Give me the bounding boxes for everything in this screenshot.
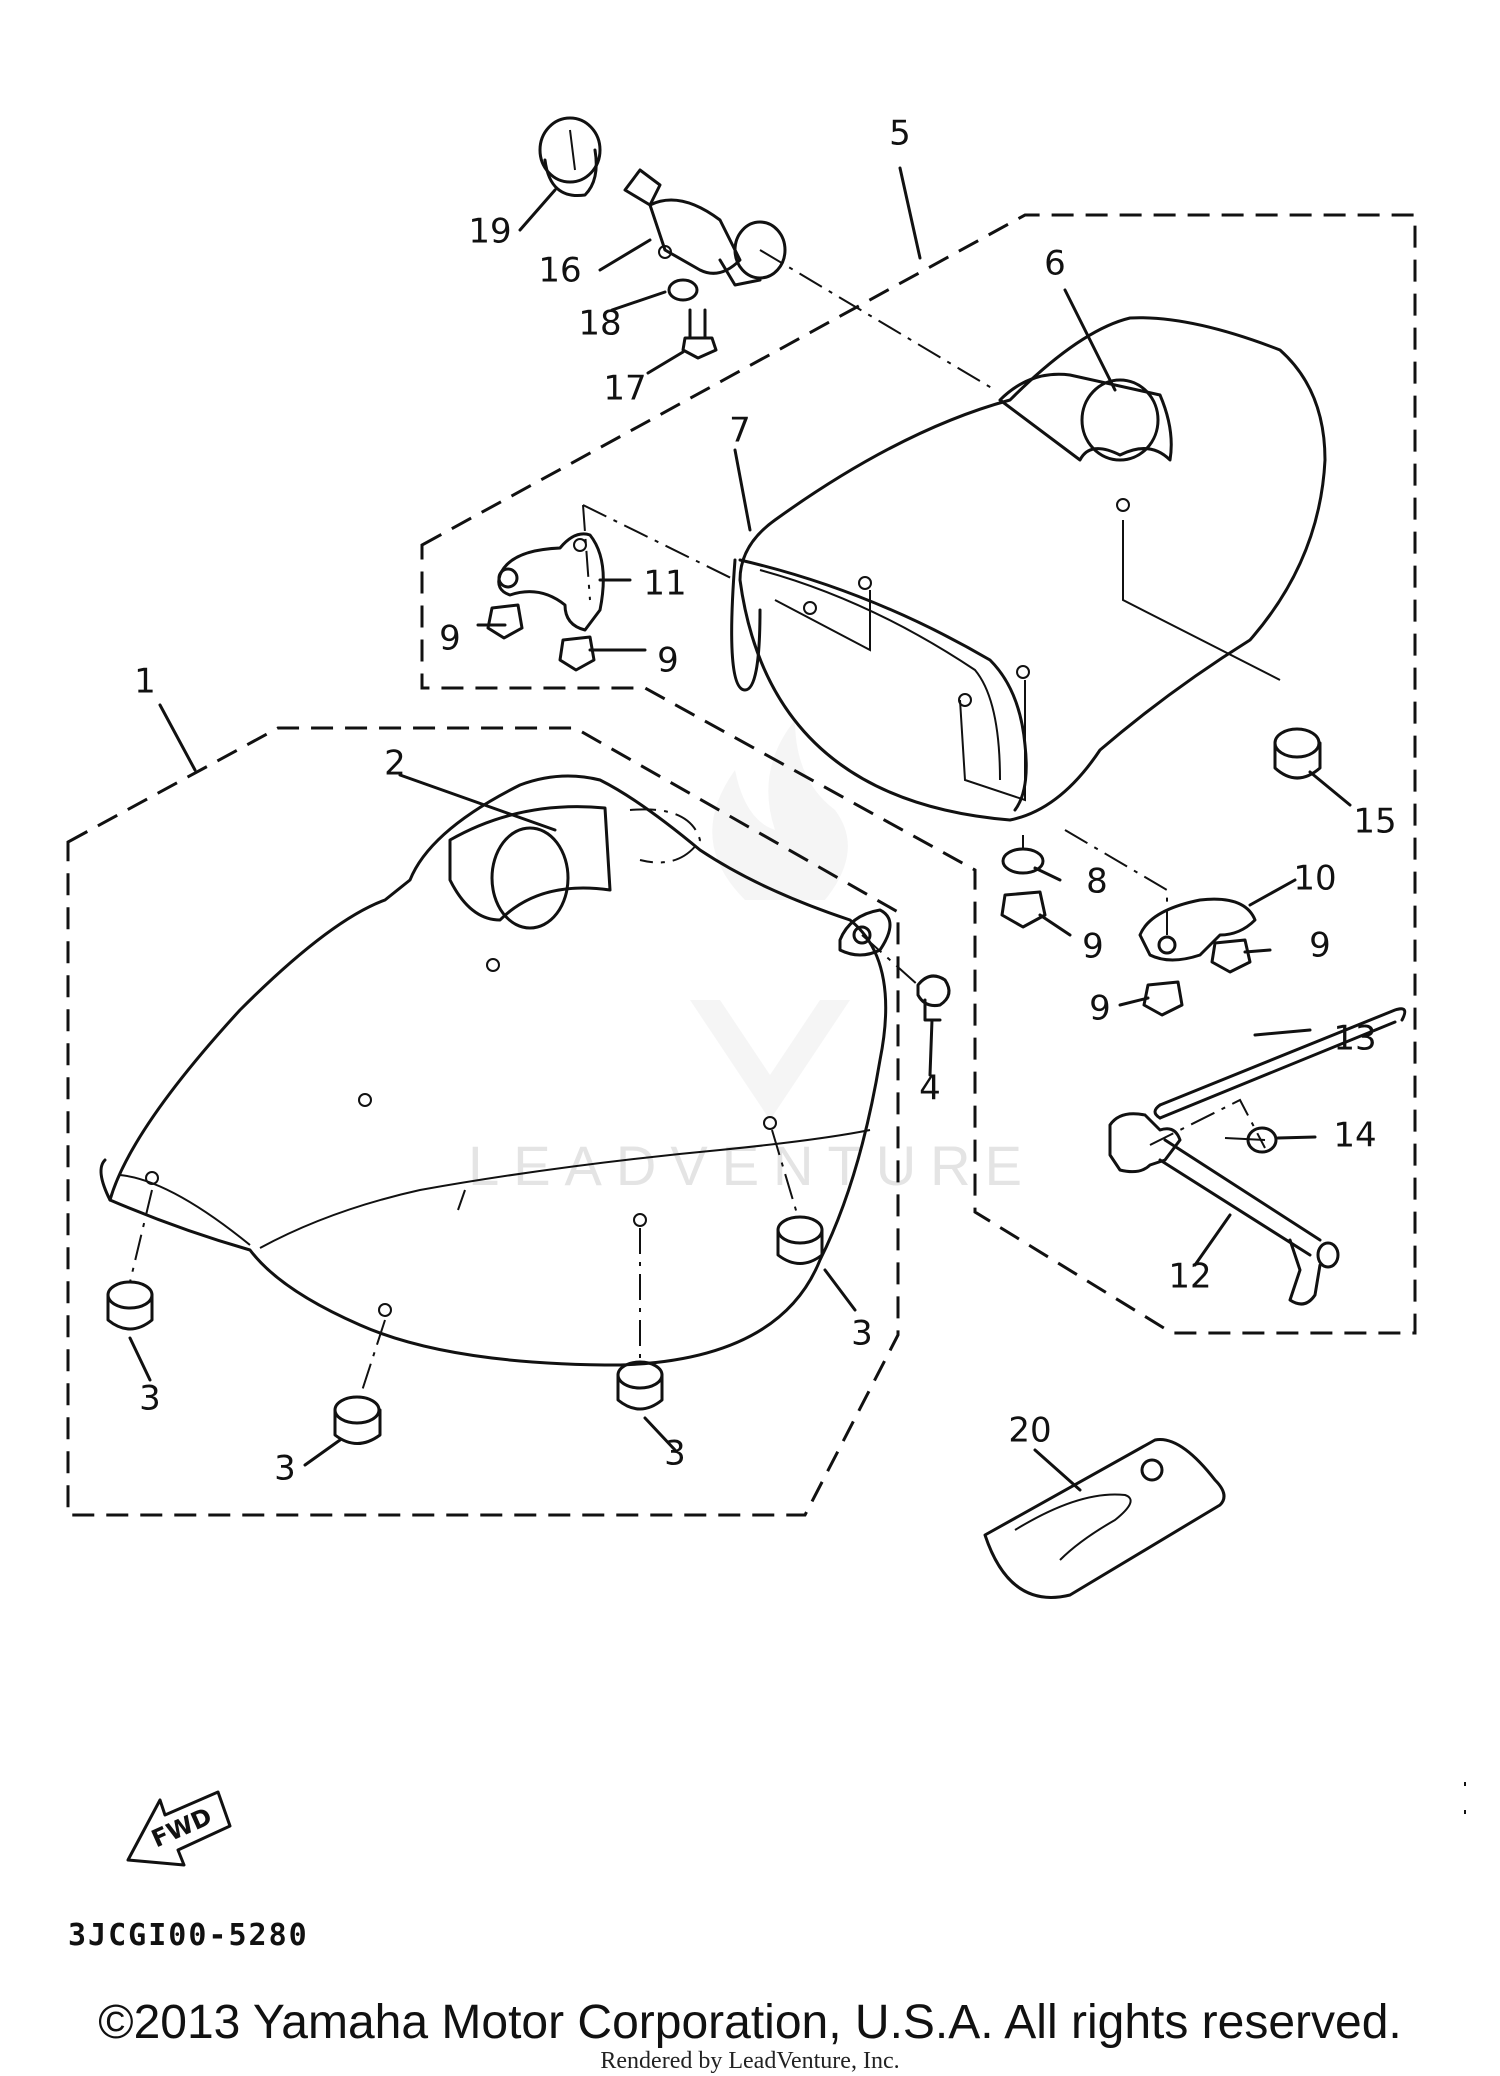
cap-drawing: [538, 116, 602, 198]
bracket-10-drawing: [1064, 829, 1257, 962]
callout-12: 12: [1168, 1257, 1211, 1297]
callout-1: 1: [134, 662, 156, 702]
rendered-by-credit: Rendered by LeadVenture, Inc.: [600, 2048, 900, 2074]
callout-5: 5: [889, 114, 911, 154]
damper-3-icon: [333, 1319, 386, 1445]
callout-17: 17: [603, 369, 646, 409]
callout-16: 16: [538, 251, 581, 291]
bolt-4-icon: [861, 934, 951, 1022]
callout-8: 8: [1086, 862, 1108, 902]
callout-9: 9: [1309, 926, 1331, 966]
nut-9-icon: [558, 635, 596, 672]
callout-3: 3: [851, 1314, 873, 1354]
rear-seat-drawing: [730, 316, 1327, 822]
pouch-20-drawing: [983, 1438, 1226, 1599]
nut-9-icon: [1142, 980, 1184, 1017]
callout-9: 9: [439, 619, 461, 659]
bracket-11-drawing: [497, 504, 736, 632]
callout-18: 18: [578, 304, 621, 344]
damper-3-icon: [106, 1189, 154, 1331]
callout-14: 14: [1333, 1116, 1376, 1156]
callout-20: 20: [1008, 1411, 1051, 1451]
callout-15: 15: [1353, 802, 1396, 842]
nut-9-icon: [1210, 938, 1252, 974]
seat-lock-drawing: [623, 168, 787, 287]
bolt-17-icon: [681, 308, 718, 360]
damper-3-icon: [616, 1228, 664, 1411]
nut-9-icon: [486, 603, 524, 640]
lock-alignment-line: [759, 249, 996, 391]
forward-direction-arrow-icon: FWD: [126, 1790, 232, 1867]
front-seat-drawing: [99, 774, 892, 1367]
washer-18-icon: [667, 278, 699, 302]
callout-9: 9: [657, 641, 679, 681]
callout-13: 13: [1333, 1019, 1376, 1059]
callout-7: 7: [729, 411, 751, 451]
fwd-label: FWD: [147, 1802, 216, 1853]
callout-3: 3: [139, 1379, 161, 1419]
callout-10: 10: [1293, 859, 1336, 899]
nut-9-icon: [1000, 890, 1047, 929]
copyright-notice: ©2013 Yamaha Motor Corporation, U.S.A. A…: [98, 1996, 1402, 2049]
damper-3-icon: [771, 1129, 824, 1265]
diagram-code: 3JCGI00-5280: [68, 1918, 309, 1953]
callout-9: 9: [1089, 989, 1111, 1029]
callout-2: 2: [384, 744, 406, 784]
watermark-text: LEADVENTURE: [468, 1134, 1036, 1197]
callout-3: 3: [274, 1449, 296, 1489]
rear-seat-assembly-boundary: [420, 213, 1417, 1335]
damper-15-icon: [1273, 727, 1322, 780]
latch-12-drawing: [1108, 1098, 1340, 1306]
callout-11: 11: [643, 564, 686, 604]
rod-13-drawing: [1153, 1007, 1407, 1120]
callout-3: 3: [664, 1434, 686, 1474]
watermark-logo-icon: [690, 720, 850, 1120]
leader-lines: [128, 166, 1352, 1492]
callout-4: 4: [919, 1069, 941, 1109]
callout-19: 19: [468, 212, 511, 252]
callout-6: 6: [1044, 244, 1066, 284]
front-seat-assembly-boundary: [66, 726, 900, 1517]
callout-9: 9: [1082, 927, 1104, 967]
